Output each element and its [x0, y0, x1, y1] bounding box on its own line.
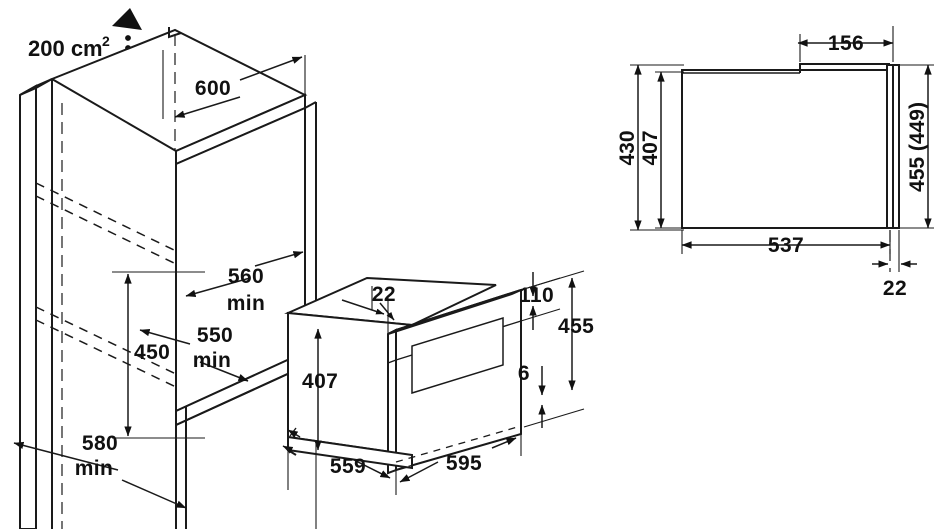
dim-559-leader-left — [287, 429, 301, 439]
dim-455-oven-ext-top — [523, 270, 585, 290]
dim-580-leader-right — [121, 479, 187, 509]
dim-455-oven-label: 455 — [558, 315, 594, 338]
dim-595-label: 595 — [446, 452, 482, 475]
dim-595-leader-right — [491, 437, 517, 449]
dimension-560-min: 560 min — [185, 251, 304, 315]
dim-6-label: 6 — [518, 362, 530, 385]
ventilation-note-value: 200 cm — [28, 36, 103, 61]
dim-559-label: 559 — [330, 455, 366, 478]
dim-560-label: 560 — [228, 265, 264, 288]
dimension-6: 6 — [518, 362, 546, 428]
front-view-top-step — [799, 63, 890, 73]
dimension-110: 110 — [519, 272, 561, 330]
cabinet-left-panel-front-edge — [19, 84, 37, 529]
dim-560-leader-right — [254, 251, 304, 267]
cabinet-hidden-shelf-top-b — [35, 195, 177, 265]
dim-407-front-label: 407 — [639, 130, 662, 165]
dimension-430: 430 — [616, 64, 684, 231]
dim-22-front-label: 22 — [883, 277, 907, 300]
dim-22-oven-leader-b — [379, 302, 395, 321]
cabinet-hidden-shelf-mid-b — [35, 319, 177, 388]
dimension-580-min: 580 min — [13, 432, 187, 509]
dimension-407-oven: 407 — [302, 328, 338, 451]
dim-580-sublabel: min — [75, 457, 114, 480]
dim-600-leader-right — [239, 56, 303, 81]
cabinet-hidden-shelf-mid-a — [35, 306, 177, 375]
dim-559-leader-right — [351, 458, 391, 479]
cabinet-hidden-shelf-top-a — [35, 182, 177, 252]
dim-407-oven-label: 407 — [302, 370, 338, 393]
dimension-537: 537 — [681, 230, 891, 257]
dim-450-label: 450 — [134, 341, 170, 364]
cabinet-right-panel-top-sliver — [304, 101, 317, 109]
dimension-407-front: 407 — [639, 71, 684, 229]
dimension-450: 450 — [112, 271, 205, 439]
dim-550-sublabel: min — [193, 349, 232, 372]
dim-595-leader-left — [399, 461, 439, 483]
dim-455-oven-ext-bottom — [523, 408, 585, 428]
dim-455-449-label: 455 (449) — [906, 102, 929, 192]
dim-580-label: 580 — [82, 432, 118, 455]
dim-22-oven-label: 22 — [372, 283, 396, 306]
dimension-22-front: 22 — [872, 230, 917, 300]
dim-156-label: 156 — [828, 32, 864, 55]
dimension-455-oven: 455 — [523, 270, 594, 428]
dimension-156: 156 — [797, 26, 894, 62]
dimension-455-449: 455 (449) — [896, 64, 934, 229]
dim-110-ext-bottom — [520, 308, 561, 322]
dim-550-leader-left — [139, 329, 191, 345]
dim-22-oven-leader-a — [341, 299, 385, 315]
cabinet-shelf-bottom-edge — [175, 365, 306, 426]
dim-600-label: 600 — [195, 77, 231, 100]
dim-600-leader-left — [174, 96, 241, 118]
dim-560-leader-left — [185, 277, 251, 297]
dim-550-leader-right — [199, 361, 249, 382]
cabinet-isometric-view: 600 560 min 550 min 450 580 min — [13, 8, 317, 529]
oven-door-window — [411, 316, 504, 395]
dimension-22-oven: 22 — [341, 283, 396, 334]
dimension-595: 595 — [395, 434, 522, 495]
dim-560-sublabel: min — [227, 292, 266, 315]
ventilation-note: 200 cm 2 — [28, 33, 110, 61]
dimension-559: 559 — [282, 429, 391, 529]
dim-110-label: 110 — [519, 284, 554, 307]
dimension-550-min: 550 min — [139, 324, 249, 382]
oven-door-bottom-reference-2 — [395, 425, 522, 463]
ventilation-note-superscript: 2 — [102, 33, 110, 49]
dim-580-leader-left — [13, 441, 119, 471]
dim-550-label: 550 — [197, 324, 233, 347]
cabinet-top-notch — [168, 27, 182, 39]
oven-control-panel-divider-edge — [387, 359, 397, 364]
dimension-600: 600 — [162, 50, 306, 119]
oven-isometric-view: 22 407 110 455 6 — [282, 270, 594, 529]
oven-door-bottom-reference — [395, 433, 522, 471]
oven-front-elevation-view: 156 430 407 455 (449) 537 — [616, 26, 934, 300]
dim-430-label: 430 — [616, 130, 639, 165]
front-view-body — [681, 69, 891, 229]
dim-537-label: 537 — [768, 234, 804, 257]
